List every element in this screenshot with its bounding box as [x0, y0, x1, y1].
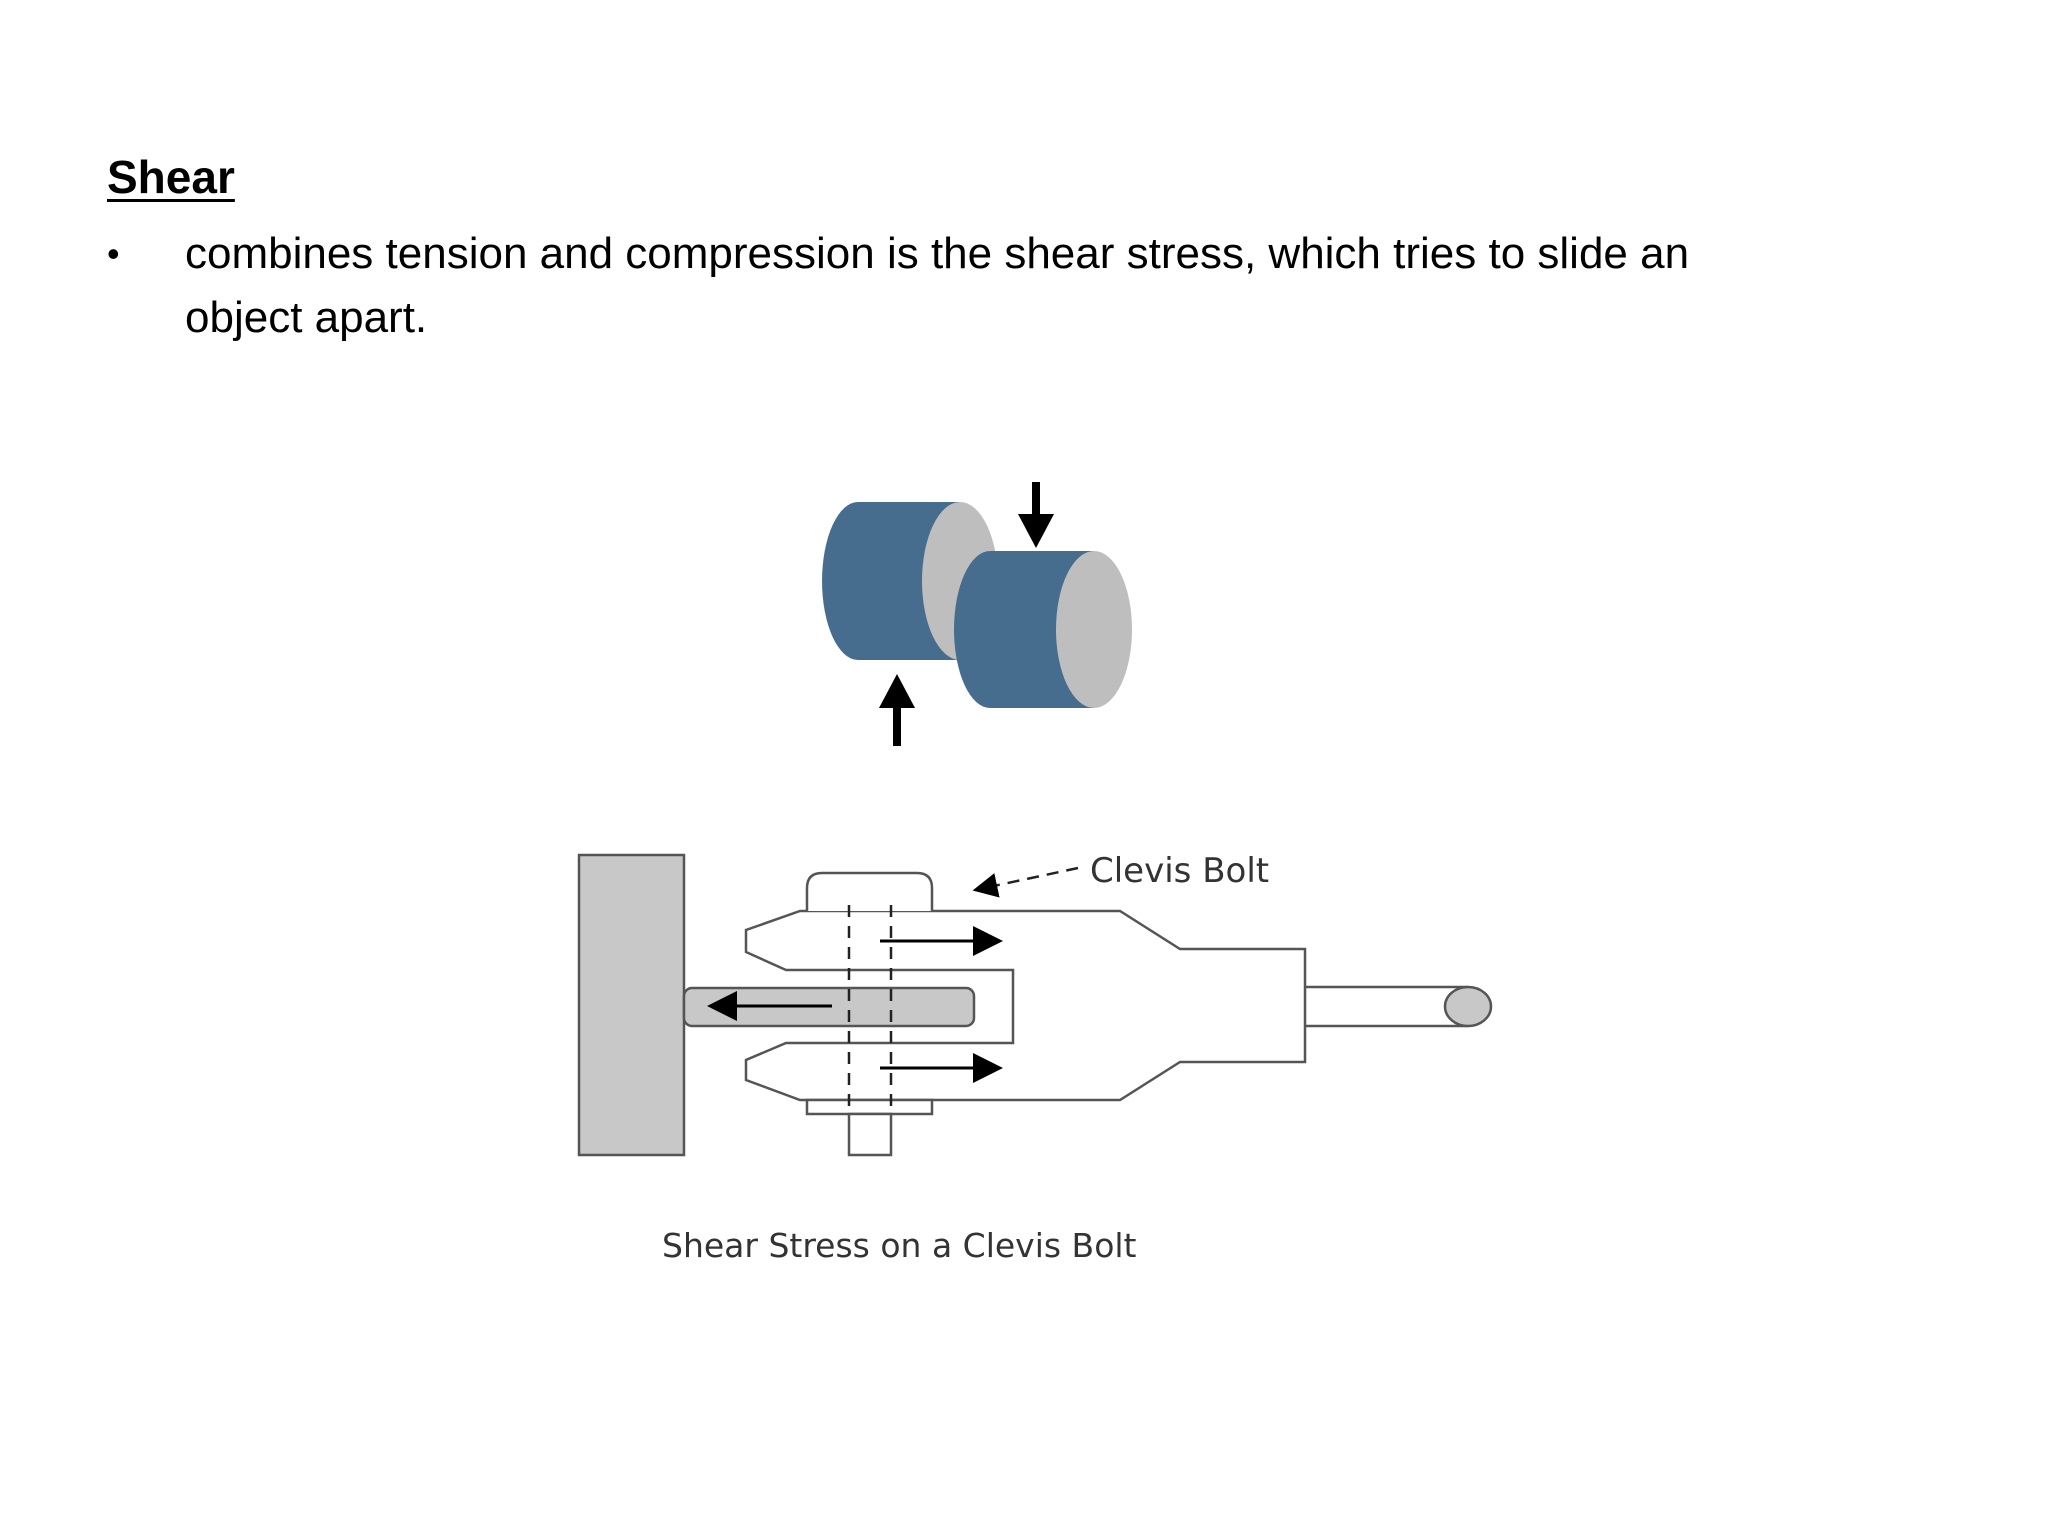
- bullet-text: combines tension and compression is the …: [185, 229, 1690, 342]
- clevis-bolt-label: Clevis Bolt: [1090, 851, 1269, 891]
- fixed-wall: [577, 853, 686, 1157]
- bolt-label-leader: [972, 866, 1079, 898]
- shear-cylinders-illustration: [822, 482, 1132, 746]
- rod-end: [1443, 985, 1493, 1028]
- down-force-arrow-icon: [1018, 482, 1054, 548]
- clevis-bolt-diagram: [577, 853, 1493, 1157]
- diagram-caption: Shear Stress on a Clevis Bolt: [662, 1226, 1137, 1265]
- connecting-rod: [1305, 985, 1468, 1028]
- clevis-body: [744, 909, 1307, 1102]
- front-cylinder-body: [954, 551, 1094, 708]
- bullet-list: • combines tension and compression is th…: [107, 222, 1807, 350]
- up-force-arrow-icon: [879, 674, 915, 746]
- front-cylinder-face: [1056, 551, 1132, 708]
- back-cylinder-body: [822, 502, 960, 660]
- front-cylinder: [954, 551, 1132, 708]
- slide-title: Shear: [107, 151, 235, 203]
- bullet-dot-icon: •: [107, 233, 120, 274]
- bullet-item: • combines tension and compression is th…: [107, 222, 1807, 350]
- bolt-shank-end: [847, 1112, 893, 1157]
- bolt-head: [805, 871, 934, 911]
- bolt-washer: [805, 1098, 934, 1116]
